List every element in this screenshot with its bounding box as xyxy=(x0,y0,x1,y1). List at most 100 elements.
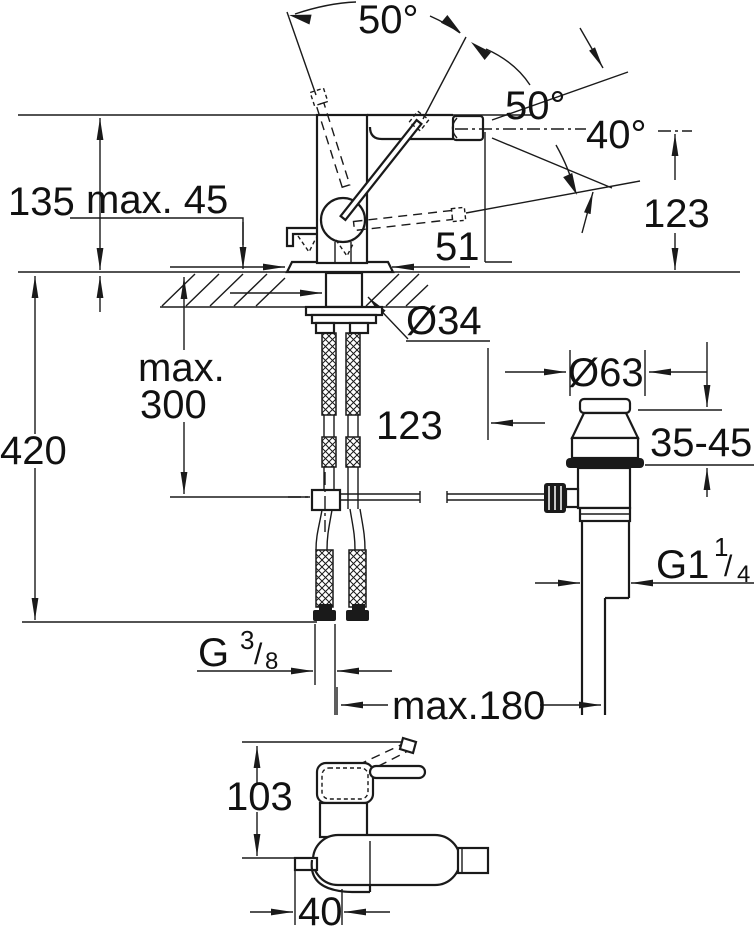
arc-50-right-a xyxy=(485,48,531,86)
dim-deck-thickness-max45: max. 45 xyxy=(70,178,247,269)
arc-50-left-a xyxy=(294,1,357,15)
body-oval xyxy=(311,833,462,887)
mounting-shank xyxy=(324,271,364,309)
top-view-body xyxy=(293,736,490,894)
lever-solid-extension-line xyxy=(422,36,467,120)
under-flange-arc xyxy=(310,859,372,894)
dim-waste-thread-g114: G1 1 / 4 xyxy=(535,532,754,588)
front-view: 50° 50° 40° 135 max. 45 420 xyxy=(0,0,740,728)
dim-body-depth-103: 103 xyxy=(226,746,293,856)
spray-upper-line xyxy=(491,71,629,121)
lever-back-tip-cap xyxy=(309,87,329,107)
lever-back-extension-line xyxy=(286,11,317,96)
label-supply-thread-num: 3 xyxy=(240,625,254,655)
top-view-reference-lines xyxy=(242,741,413,859)
label-hose-length-2: 300 xyxy=(140,383,207,427)
dim-hose-length-max300: max. 300 xyxy=(138,277,310,498)
arrow-40-upper xyxy=(579,27,604,69)
faucet-body xyxy=(285,113,485,274)
dim-spout-height-123: 123 xyxy=(643,134,710,270)
knob-knurling xyxy=(548,486,562,510)
hose-nut-right xyxy=(348,321,370,335)
cartridge-stem xyxy=(334,242,352,262)
label-rod-reach: max.180 xyxy=(392,684,545,728)
drain-assembly: Ø63 35-45 G1 xyxy=(288,342,754,715)
label-waste-thread-g: G1 xyxy=(656,543,709,587)
label-spout-reach: 51 xyxy=(435,225,480,269)
spray-outlet-hook xyxy=(285,226,317,248)
lever-back-position-dashed xyxy=(315,101,351,189)
top-view: 103 40 xyxy=(226,736,490,930)
label-spout-height: 123 xyxy=(643,192,710,236)
dim-port-offset-40: 40 xyxy=(250,870,390,930)
front-dimensions: 135 max. 45 420 max. 300 xyxy=(0,118,710,728)
label-body-depth: 103 xyxy=(226,775,293,819)
lever-rest-position xyxy=(368,764,427,780)
hose-curve-left xyxy=(315,509,333,551)
deck-hatching xyxy=(161,273,429,307)
mounting-nut xyxy=(310,313,378,325)
label-waste-thread-den: 4 xyxy=(737,561,750,588)
spout-centerline xyxy=(455,128,692,132)
label-supply-thread-den: 8 xyxy=(265,648,278,675)
rod-centerlines xyxy=(288,472,326,532)
hose-braid-left-upper xyxy=(321,332,337,416)
horizontal-rod xyxy=(340,491,544,503)
label-spout-to-waste: 123 xyxy=(376,404,443,448)
spout-stub xyxy=(456,846,490,875)
spray-dashes xyxy=(297,235,355,258)
lever-forward-extension-line xyxy=(465,180,641,214)
label-overall-height: 420 xyxy=(0,429,67,473)
hose-curve-right xyxy=(349,508,366,551)
label-supply-thread-slash: / xyxy=(254,638,263,671)
label-deck-range: 35-45 xyxy=(650,421,752,465)
lever-solid xyxy=(339,118,423,222)
spray-lower-line xyxy=(491,137,613,189)
hose-fitting-right xyxy=(346,604,369,621)
hose-lines xyxy=(323,467,359,509)
label-deck-thickness: max. 45 xyxy=(86,178,228,222)
label-swivel-angle-left: 50° xyxy=(358,0,419,42)
dim-spout-reach-51: 51 xyxy=(435,132,512,269)
arrowhead xyxy=(289,14,312,25)
waste-valve xyxy=(544,397,644,715)
angle-annotations: 50° 50° 40° xyxy=(289,0,692,234)
spout-underside xyxy=(368,126,453,141)
aerator-edge xyxy=(451,117,458,139)
label-waste-thread-num: 1 xyxy=(714,532,728,562)
dim-flange-diameter-o63: Ø63 xyxy=(505,350,707,396)
body-column-top xyxy=(318,801,369,839)
dim-supply-thread-g38: G 3 / 8 xyxy=(197,624,392,715)
knob-stem xyxy=(564,487,580,509)
tailpipe xyxy=(580,521,631,715)
arrow-40-lower xyxy=(581,191,594,234)
label-waste-thread-slash: / xyxy=(724,550,733,583)
arrowhead xyxy=(563,172,577,195)
hose-fitting-left xyxy=(313,604,336,621)
flange-cylinder xyxy=(570,436,640,460)
spout-outlet xyxy=(451,114,485,142)
waste-body xyxy=(576,466,632,510)
pull-rod xyxy=(288,472,544,532)
lever-solid-tip-cap xyxy=(408,110,430,132)
gasket-ring xyxy=(566,458,644,468)
mounting-and-hoses xyxy=(304,271,384,621)
label-shank-diameter: Ø34 xyxy=(406,299,482,343)
label-supply-thread-g: G xyxy=(198,631,229,675)
arrowhead xyxy=(440,15,461,33)
lever-raised-tip xyxy=(398,736,418,755)
washer xyxy=(304,305,384,317)
arrowhead xyxy=(471,42,492,60)
hose-braid-right-mid xyxy=(345,436,361,468)
label-hose-length-1: max. xyxy=(138,346,225,390)
label-port-offset: 40 xyxy=(298,890,343,930)
lever-forward-position-dashed xyxy=(352,209,454,232)
hose-break-lines xyxy=(323,415,359,437)
cartridge-top-dashed xyxy=(321,767,369,800)
label-flange-diameter: Ø63 xyxy=(568,351,644,395)
hose-nut-left xyxy=(314,321,336,335)
dim-rod-reach-max180: max.180 xyxy=(336,684,601,728)
hose-braid-right-lower xyxy=(348,549,367,608)
hose-braid-right-upper xyxy=(345,332,361,416)
